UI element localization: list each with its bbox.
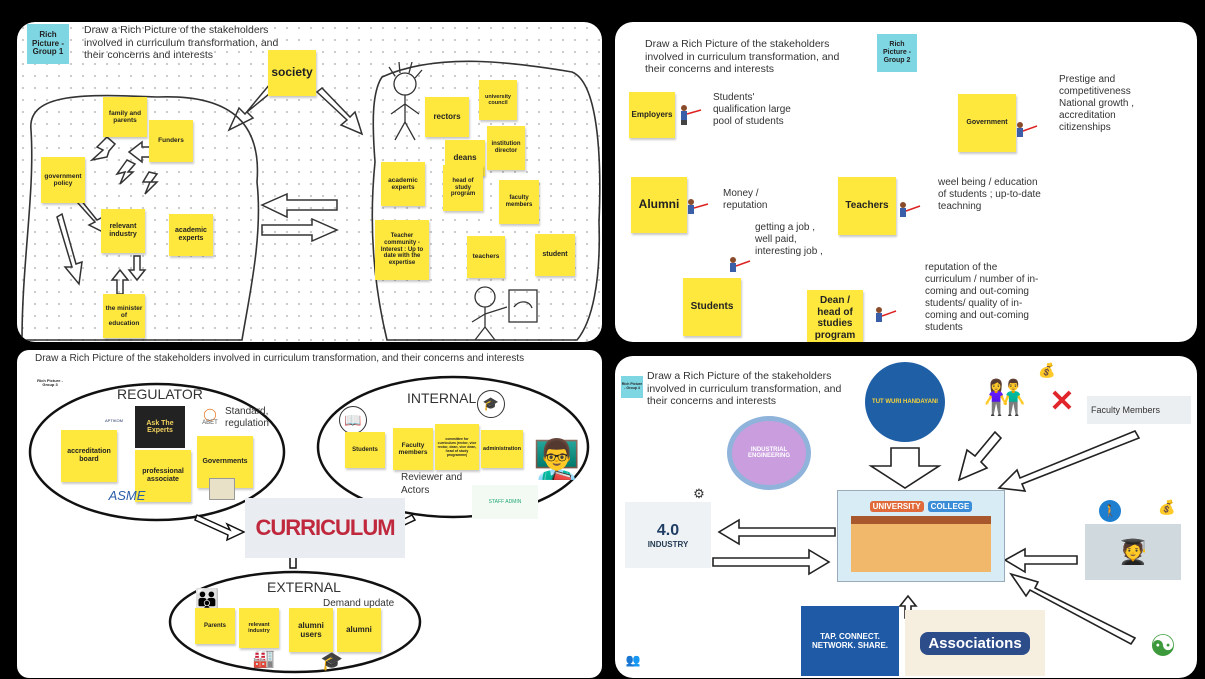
note-student: student bbox=[535, 234, 575, 276]
board-title: Draw a Rich Picture of the stakeholders … bbox=[84, 24, 279, 62]
external-label: EXTERNAL bbox=[267, 579, 341, 595]
building-image bbox=[209, 478, 235, 500]
industry-4-logo: 4.0 INDUSTRY bbox=[625, 502, 711, 568]
note-government: Government bbox=[958, 94, 1016, 152]
small-people-icon: 👥 bbox=[625, 653, 641, 667]
walking-sign-icon: 🚶 bbox=[1099, 500, 1121, 522]
gear-icon: ⚙ bbox=[693, 486, 705, 501]
money-bag-icon: 💰 bbox=[1038, 361, 1056, 378]
note-funders: Funders bbox=[149, 120, 193, 162]
concern-government: Prestige and competitiveness National gr… bbox=[1059, 74, 1135, 133]
board-title: Draw a Rich Picture of the stakeholders … bbox=[35, 353, 525, 364]
tut-wuri-handayani-logo: TUT WURI HANDAYANI bbox=[865, 362, 945, 442]
associations-image: Associations bbox=[905, 610, 1045, 676]
parents-image: 👫 bbox=[983, 379, 1027, 417]
ask-the-experts-image: Ask The Experts bbox=[135, 406, 185, 448]
note-academic-experts-right: academic experts bbox=[381, 162, 425, 206]
note-accreditation-board: accreditation board bbox=[61, 430, 117, 482]
panel-group-4: Rich Picture - Group 4 Draw a Rich Pictu… bbox=[615, 356, 1197, 678]
reviewer-actors-label: Reviewer and Actors bbox=[401, 472, 463, 496]
note-curriculum-committee: committee for curriculum (rector, vice r… bbox=[435, 424, 479, 470]
note-university-council: university council bbox=[479, 80, 517, 120]
note-minister-education: the minister of education bbox=[103, 294, 145, 338]
students-classroom-image: 🧑‍🎓 bbox=[1085, 524, 1181, 580]
note-faculty-members: Faculty members bbox=[393, 428, 433, 470]
note-academic-experts-left: academic experts bbox=[169, 214, 213, 256]
note-administration: administration bbox=[481, 430, 523, 468]
note-faculty-members: faculty members bbox=[499, 180, 539, 224]
curriculum-word-cloud: CURRICULUM bbox=[245, 498, 405, 558]
board-title: Draw a Rich Picture of the stakeholders … bbox=[647, 370, 842, 408]
graduates-image: 🎓 bbox=[320, 650, 344, 671]
internal-label: INTERNAL bbox=[407, 390, 477, 406]
tap-connect-app-image: TAP. CONNECT. NETWORK. SHARE. bbox=[801, 606, 899, 676]
note-institution-director: institution director bbox=[487, 126, 525, 170]
money-bag-icon-2: 💰 bbox=[1158, 498, 1176, 515]
abet-logo: ◯ABET bbox=[202, 407, 218, 426]
note-teacher-community: Teacher community - Interest : Up to dat… bbox=[375, 220, 429, 280]
factory-image: 🏭 bbox=[252, 647, 276, 668]
note-teachers: Teachers bbox=[838, 177, 896, 235]
faculty-members-image: Faculty Members bbox=[1087, 396, 1191, 424]
board-title: Draw a Rich Picture of the stakeholders … bbox=[645, 38, 840, 76]
demand-update-label: Demand update bbox=[323, 598, 395, 609]
note-alumni: alumni bbox=[337, 608, 381, 652]
concern-dean: reputation of the curriculum / number of… bbox=[925, 262, 1039, 333]
panel-group-2: Draw a Rich Picture of the stakeholders … bbox=[615, 22, 1197, 342]
aptikom-logo: APTIKOM bbox=[104, 417, 123, 423]
professor-image: 👨‍🏫 bbox=[533, 439, 581, 481]
note-government-policy: government policy bbox=[41, 157, 85, 203]
reading-student-icon: 📖 bbox=[339, 406, 367, 434]
note-relevant-industry: relevant industry bbox=[239, 608, 279, 648]
note-employers: Employers bbox=[629, 92, 675, 138]
group-tag: Rich Picture - Group 3 bbox=[37, 372, 63, 394]
note-students: Students bbox=[683, 278, 741, 336]
note-society: society bbox=[268, 50, 316, 96]
note-relevant-industry: relevant industry bbox=[101, 209, 145, 253]
group-tag: Rich Picture - Group 4 bbox=[621, 376, 643, 398]
note-parents: Parents bbox=[195, 608, 235, 644]
university-college-image: UNIVERSITY COLLEGE bbox=[837, 490, 1005, 582]
people-logo-image: ☯ bbox=[1149, 629, 1177, 663]
note-head-study-program: head of study program bbox=[443, 165, 483, 211]
concern-employers: Students' qualification large pool of st… bbox=[713, 92, 791, 127]
graduate-icon: 🎓 bbox=[477, 390, 505, 418]
person-pointing-icon bbox=[681, 105, 702, 125]
red-cross-icon: ✕ bbox=[1049, 384, 1075, 418]
industrial-engineering-wheel: INDUSTRIAL ENGINEERING bbox=[727, 416, 811, 490]
regulator-label: REGULATOR bbox=[117, 386, 203, 402]
note-family-parents: family and parents bbox=[103, 97, 147, 137]
note-dean-head-studies: Dean / head of studies program bbox=[807, 290, 863, 342]
asme-logo: ASME bbox=[108, 487, 146, 503]
group-tag: Rich Picture - Group 1 bbox=[27, 24, 69, 64]
standard-regulation-label: Standard, regulation bbox=[225, 406, 269, 429]
note-professional-associate: professional associate bbox=[135, 450, 191, 502]
panel-group-1: Rich Picture - Group 1 Draw a Rich Pictu… bbox=[17, 22, 602, 342]
note-alumni: Alumni bbox=[631, 177, 687, 233]
note-students: Students bbox=[345, 432, 385, 468]
staff-admin-image: STAFF ADMIN bbox=[472, 485, 538, 519]
note-rectors: rectors bbox=[425, 97, 469, 137]
note-teachers: teachers bbox=[467, 236, 505, 278]
panel-group-3: Draw a Rich Picture of the stakeholders … bbox=[17, 350, 602, 678]
concern-students: getting a job , well paid, interesting j… bbox=[755, 222, 823, 257]
concern-teachers: weel being / education of students ; up-… bbox=[938, 177, 1041, 212]
parents-image: 👪 bbox=[194, 588, 220, 611]
group-tag: Rich Picture - Group 2 bbox=[877, 34, 917, 72]
note-alumni-users: alumni users bbox=[289, 608, 333, 652]
concern-alumni: Money / reputation bbox=[723, 188, 768, 211]
